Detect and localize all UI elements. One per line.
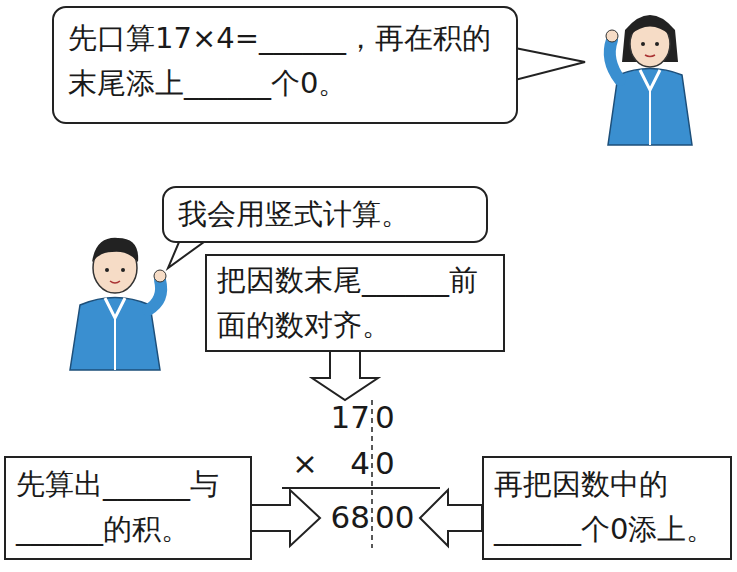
block-arrow xyxy=(420,490,482,546)
calculation-digit: 0 xyxy=(375,448,395,479)
calculation-digit: 0 xyxy=(375,402,395,433)
calculation-digit: 4 xyxy=(350,448,370,479)
calculation-digit: 17 xyxy=(331,402,370,433)
girl-figure xyxy=(606,15,692,145)
note-box: 把因数末尾______前面的数对齐。 xyxy=(205,254,505,352)
box-text: 再把因数中的______个0添上。 xyxy=(494,462,720,552)
speech-bubble: 先口算17×4=______，再在积的末尾添上______个0。 xyxy=(52,6,518,124)
boy-figure xyxy=(70,238,166,370)
alignment-dashed-line xyxy=(371,400,373,548)
note-box: 再把因数中的______个0添上。 xyxy=(482,456,732,560)
note-box: 先算出______与______的积。 xyxy=(4,456,252,560)
box-text: 先口算17×4=______，再在积的末尾添上______个0。 xyxy=(68,16,502,106)
bubble-tail xyxy=(515,48,585,80)
block-arrow xyxy=(250,490,320,546)
calculation-digit: 68 xyxy=(331,502,370,533)
calculation-digit: 00 xyxy=(375,502,414,533)
block-arrow xyxy=(312,345,378,400)
calculation-digit: × xyxy=(292,448,318,479)
box-text: 我会用竖式计算。 xyxy=(178,192,472,237)
box-text: 把因数末尾______前面的数对齐。 xyxy=(217,258,493,348)
product-line xyxy=(282,487,440,489)
speech-bubble: 我会用竖式计算。 xyxy=(162,186,488,243)
box-text: 先算出______与______的积。 xyxy=(16,462,240,552)
